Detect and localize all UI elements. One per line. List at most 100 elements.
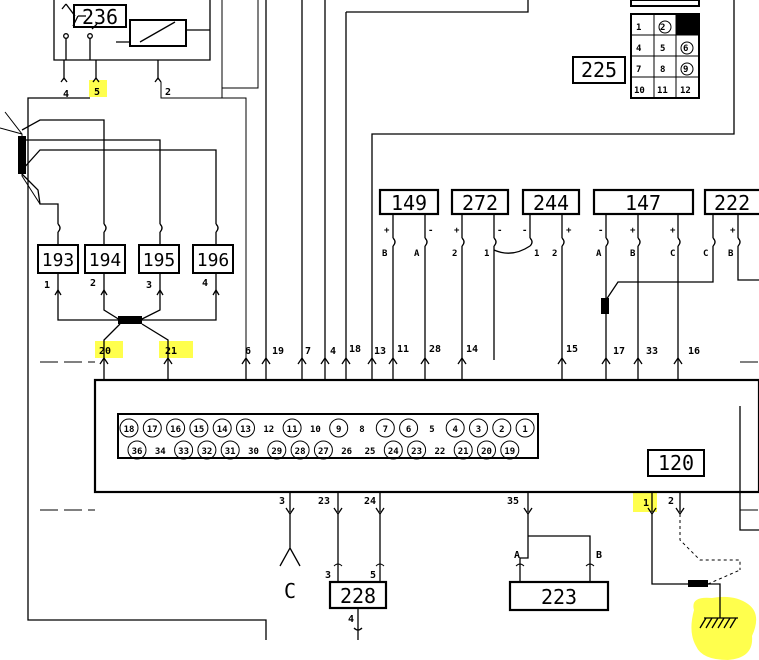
svg-text:120: 120	[658, 451, 694, 475]
switch-cluster: 193 194 195 196 1 2 3 4	[37, 223, 234, 300]
svg-text:A: A	[596, 249, 602, 259]
ecu-face-pin-ring	[469, 418, 488, 438]
svg-text:3: 3	[279, 496, 285, 507]
svg-text:149: 149	[391, 191, 427, 215]
svg-text:2: 2	[660, 23, 665, 33]
svg-text:7: 7	[305, 346, 311, 357]
ecu-face-pin-label: 30	[248, 447, 259, 457]
highlight-relay-pin-5	[89, 80, 107, 97]
ecu-top-pins: 20 21 6 19 7 4 18 13 11 28 14 15 17 33 1…	[99, 344, 700, 380]
ecu-face-pin-ring	[383, 440, 403, 460]
ecu-face-pin-label: 5	[429, 425, 434, 435]
svg-text:16: 16	[688, 346, 700, 357]
svg-text:5: 5	[370, 570, 376, 581]
svg-text:+: +	[454, 226, 460, 236]
svg-text:35: 35	[507, 496, 519, 507]
svg-text:18: 18	[349, 344, 361, 355]
svg-text:1: 1	[484, 249, 489, 259]
ecu-face-pin-label: 20	[481, 447, 492, 457]
ecu-face-pin-label: 18	[124, 425, 135, 435]
svg-text:4: 4	[63, 89, 69, 100]
svg-text:2: 2	[668, 496, 674, 507]
svg-text:147: 147	[625, 191, 661, 215]
ecu-face-pin-label: 27	[318, 447, 329, 457]
svg-text:+: +	[670, 226, 676, 236]
component-147: 147	[592, 188, 695, 216]
svg-text:A: A	[514, 550, 520, 561]
svg-text:23: 23	[318, 496, 330, 507]
ecu-face-pin-ring	[290, 440, 310, 460]
svg-text:1: 1	[636, 23, 641, 33]
svg-text:8: 8	[660, 65, 665, 75]
svg-text:17: 17	[613, 346, 625, 357]
ecu-face-pin-ring	[313, 440, 333, 460]
svg-text:4: 4	[330, 346, 336, 357]
svg-text:+: +	[730, 226, 736, 236]
svg-text:20: 20	[99, 346, 111, 357]
svg-text:2: 2	[452, 249, 457, 259]
svg-text:C: C	[670, 249, 675, 259]
ecu-face-pin-ring	[477, 440, 496, 460]
svg-text:244: 244	[533, 191, 569, 215]
svg-text:7: 7	[636, 65, 641, 75]
ecu-face-pin-ring	[197, 440, 217, 460]
svg-text:228: 228	[340, 584, 376, 608]
ecu-120: 1 20	[40, 361, 759, 511]
svg-text:3: 3	[325, 570, 331, 581]
svg-text:1: 1	[44, 280, 50, 291]
svg-text:9: 9	[683, 65, 688, 75]
ecu-face-pin-label: 11	[287, 425, 298, 435]
svg-text:4: 4	[202, 278, 208, 289]
ecu-face-pin-ring	[282, 418, 302, 438]
svg-text:4: 4	[636, 44, 642, 54]
ecu-face-pin-label: 24	[388, 447, 399, 457]
ecu-face-pin-label: 34	[155, 447, 166, 457]
component-149: 149	[378, 188, 440, 216]
ecu-face-pin-label: 12	[263, 425, 274, 435]
ecu-face-pin-label: 7	[383, 425, 388, 435]
svg-text:12: 12	[680, 86, 691, 96]
svg-text:222: 222	[714, 191, 750, 215]
highlight-ground	[691, 596, 757, 660]
svg-text:-: -	[428, 226, 433, 236]
svg-text:1: 1	[534, 249, 539, 259]
svg-text:15: 15	[566, 344, 578, 355]
ecu-face-pin-label: 19	[504, 447, 515, 457]
svg-text:33: 33	[646, 346, 658, 357]
ecu-face-pin-ring	[399, 418, 419, 438]
ecu-face-pin-label: 32	[201, 447, 212, 457]
ecu-face-pin-label: 8	[359, 425, 364, 435]
connector-grid: 1 2 4 5 6 7 8 9 10 11 12	[630, 0, 700, 99]
ecu-face-pin-label: 1	[522, 425, 527, 435]
highlight-ecu-pin-20	[95, 341, 123, 358]
svg-text:C: C	[703, 249, 708, 259]
svg-text:+: +	[384, 226, 390, 236]
svg-text:B: B	[382, 249, 388, 259]
svg-text:195: 195	[143, 250, 176, 271]
ecu-face-pin-ring	[407, 440, 427, 460]
ecu-face-pin-label: 9	[336, 425, 341, 435]
ecu-face-pin-ring	[500, 440, 520, 460]
ecu-face-pin-ring	[142, 418, 162, 438]
ecu-face-pin-ring	[453, 440, 473, 460]
svg-text:10: 10	[634, 86, 645, 96]
component-223: 223 A B	[508, 550, 610, 612]
svg-text:A: A	[414, 249, 420, 259]
ecu-face-pin-ring	[127, 440, 147, 460]
ecu-face-pin-ring	[267, 440, 287, 460]
svg-text:-: -	[497, 226, 502, 236]
svg-text:B: B	[728, 249, 734, 259]
svg-text:21: 21	[165, 346, 177, 357]
svg-text:-: -	[598, 226, 603, 236]
ecu-face-pin-label: 6	[406, 425, 411, 435]
ecu-face-pin-label: 26	[341, 447, 352, 457]
ecu-face-pin-label: 36	[132, 447, 143, 457]
svg-text:-: -	[522, 226, 527, 236]
svg-text:11: 11	[397, 344, 409, 355]
svg-text:225: 225	[581, 58, 617, 82]
component-272: 272	[450, 188, 510, 216]
svg-text:24: 24	[364, 496, 376, 507]
svg-text:3: 3	[146, 280, 152, 291]
